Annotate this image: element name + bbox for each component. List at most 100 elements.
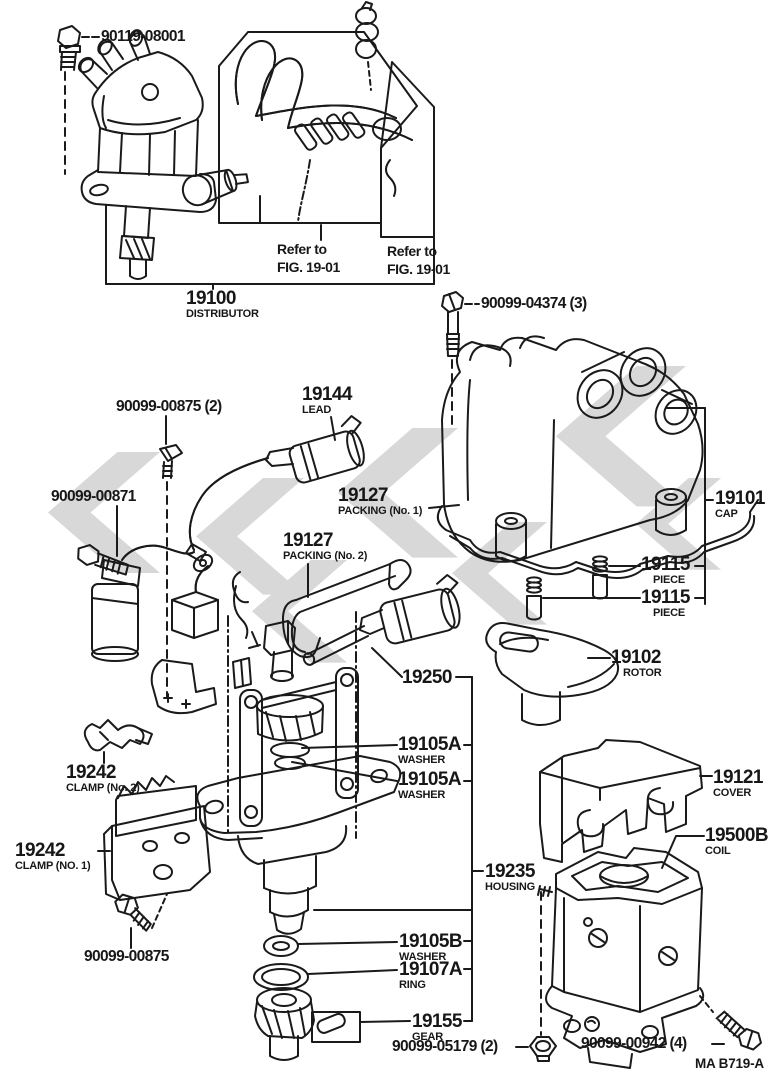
gear-drawing: [254, 987, 361, 1061]
part-number: 19101: [715, 488, 765, 509]
callout-lead: 19144 LEAD: [302, 385, 352, 417]
callout-washer-a1: 19105A WASHER: [398, 735, 462, 767]
part-number: 19242: [15, 840, 65, 861]
callout-bolt-00875-2: 90099-00875 (2): [116, 399, 222, 415]
part-number: 90099-00942 (4): [581, 1035, 687, 1052]
part-name: DISTRIBUTOR: [186, 308, 259, 321]
part-number: 19242: [66, 762, 116, 783]
part-name: ROTOR: [623, 667, 662, 680]
callout-gear: 19155 GEAR: [412, 1012, 462, 1044]
callout-clamp-2: 19242 CLAMP (No. 2): [66, 763, 140, 795]
callout-washer-a2: 19105A WASHER: [398, 769, 462, 802]
callout-packing-1: 19127 PACKING (No. 1): [338, 486, 422, 518]
screw-90099-00875-icon: [114, 893, 152, 932]
clamp2-drawing: [83, 719, 153, 752]
part-name: WASHER: [398, 789, 446, 802]
part-name: LEAD: [302, 404, 332, 417]
part-number: 19127: [338, 485, 388, 506]
callout-packing-2: 19127 PACKING (No. 2): [283, 531, 367, 563]
screw-90099-00871-icon: [77, 544, 130, 576]
part-name: WASHER: [398, 754, 446, 767]
coil-drawing: [537, 847, 705, 1069]
callout-nut-05179: 90099-05179 (2): [392, 1039, 498, 1055]
part-number: 90099-05179 (2): [392, 1038, 498, 1055]
refer-note-1-line2: FIG. 19-01: [277, 259, 340, 276]
refer-note-2: Refer to FIG. 19-01: [387, 242, 450, 278]
refer-note-2-line1: Refer to: [387, 243, 437, 259]
part-number: 19155: [412, 1011, 462, 1032]
part-name: WASHER: [399, 951, 447, 964]
callout-bolt-90119: 90119-08001: [101, 28, 186, 45]
part-name: CLAMP (NO. 1): [15, 860, 91, 873]
callout-cover: 19121 COVER: [713, 768, 763, 800]
callout-bolt-00875: 90099-00875: [84, 949, 169, 965]
bolt-90099-04374-icon: [441, 291, 464, 357]
part-number: 90099-00875 (2): [116, 398, 222, 415]
rotor-drawing: [485, 622, 620, 726]
part-number: 90119-08001: [101, 28, 186, 45]
cap-drawing: [436, 335, 759, 579]
callout-piece-1: 19115 PIECE: [641, 555, 690, 587]
figure-code: MA B719-A: [695, 1056, 764, 1071]
refer-note-1-line1: Refer to: [277, 241, 327, 257]
lead-drawing: [185, 415, 365, 573]
part-name: PIECE: [653, 607, 686, 620]
plug-wire-panels-drawing: [218, 1, 435, 238]
refer-note-1: Refer to FIG. 19-01: [277, 240, 340, 276]
callout-piece-2: 19115 PIECE: [641, 588, 690, 620]
cover-drawing: [539, 739, 703, 863]
part-number: 19102: [611, 647, 661, 668]
part-number: 19115: [641, 587, 690, 608]
part-name: COIL: [705, 845, 731, 858]
part-number: 90099-04374 (3): [481, 295, 587, 312]
housing-drawing: [196, 611, 402, 935]
callout-ring: 19107A RING: [399, 960, 463, 992]
part-number: 19144: [302, 384, 352, 405]
callout-distributor: 19100 DISTRIBUTOR: [186, 289, 259, 321]
part-number: 19100: [186, 288, 236, 309]
part-name: GEAR: [412, 1031, 443, 1044]
part-number: 19250: [402, 667, 452, 688]
pickup-lead-drawing: [302, 574, 461, 666]
callout-coil: 19500B COIL: [705, 825, 769, 858]
callout-bolt-00942: 90099-00942 (4): [581, 1036, 687, 1052]
bolt-90119-08001-icon: [57, 25, 81, 71]
callout-rotor: 19102 ROTOR: [611, 648, 662, 680]
callout-bolt-00871: 90099-00871: [51, 489, 136, 505]
part-number: 19105A: [398, 769, 462, 790]
part-number: 19121: [713, 767, 763, 788]
callout-terminal-19250: 19250: [402, 667, 452, 688]
refer-note-2-line2: FIG. 19-01: [387, 261, 450, 278]
part-number: 19127: [283, 530, 333, 551]
part-number: 19115: [641, 554, 690, 575]
watermark: [48, 366, 721, 663]
nut-90099-05179-icon: [529, 1036, 557, 1062]
leader-lines: [64, 36, 725, 1048]
part-number: 19235: [485, 861, 535, 882]
callout-bolt-04374: 90099-04374 (3): [481, 296, 587, 312]
distributor-assembly-drawing: [77, 29, 249, 280]
callout-cap: 19101 CAP: [715, 489, 765, 521]
part-name: CAP: [715, 508, 738, 521]
ring-drawing: [253, 963, 309, 991]
part-name: RING: [399, 979, 426, 992]
part-name: PACKING (No. 2): [283, 550, 368, 563]
callout-housing: 19235 HOUSING: [485, 862, 535, 894]
part-name: PIECE: [653, 574, 686, 587]
part-number: 90099-00871: [51, 488, 136, 505]
part-number: 19105B: [399, 931, 463, 952]
part-name: CLAMP (No. 2): [66, 782, 140, 795]
part-name: HOUSING: [485, 881, 535, 894]
bolt-90099-00942-icon: [715, 1010, 762, 1051]
part-number: 90099-00875: [84, 948, 169, 965]
part-number: 19500B: [705, 825, 769, 846]
callout-clamp-1: 19242 CLAMP (NO. 1): [15, 840, 91, 873]
part-name: COVER: [713, 787, 752, 800]
callout-washer-b: 19105B WASHER: [399, 931, 463, 964]
part-name: PACKING (No. 1): [338, 505, 423, 518]
screw-90099-00875-2-icon: [159, 444, 183, 479]
washer-b-drawing: [263, 935, 299, 957]
clamp1-drawing: [103, 775, 211, 901]
